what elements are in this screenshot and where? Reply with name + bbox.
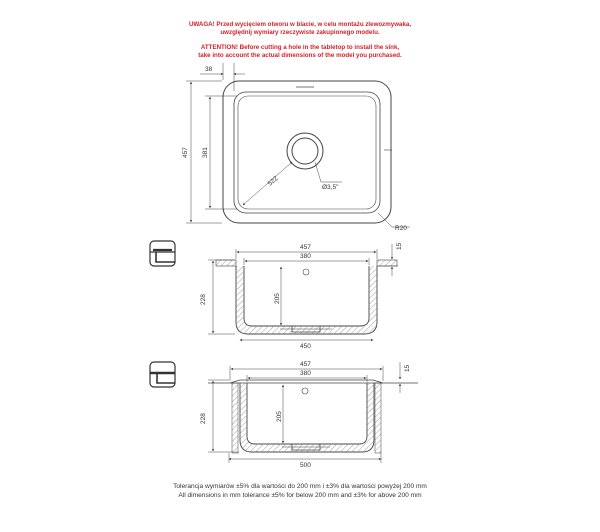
dim-rim-15-top: 15 [404, 364, 411, 372]
warning-english-line-1: ATTENTION! Before cutting a hole in the … [200, 44, 400, 51]
dim-bowl-380: 380 [300, 253, 311, 260]
warning-polish-line-1: UWAGA! Przed wycięciem otworu w blacie, … [188, 21, 412, 28]
dim-bowl-depth-205-top: 205 [276, 411, 283, 422]
sink-bowl-edge [237, 95, 377, 210]
dim-drain-diameter: Ø3,5" [322, 184, 339, 191]
drain-inner-ring [291, 137, 319, 165]
topmount-icon [149, 361, 176, 388]
drain-outer-ring [286, 132, 324, 170]
dim-diagonal-522: 522 [267, 175, 280, 188]
tolerance-note-english: All dimensions in mm tolerance ±5% for b… [178, 491, 422, 499]
tolerance-note-polish: Tolerancja wymiarów ±5% dla wartości do … [173, 483, 427, 490]
warning-english-line-2: take into account the actual dimensions … [198, 52, 402, 59]
dim-rim-15: 15 [396, 242, 403, 250]
top-view-labels: 38 457 381 522 Ø3,5" R20 [182, 66, 407, 232]
dim-rim-38: 38 [205, 66, 213, 73]
warning-polish: UWAGA! Przed wycięciem otworu w blacie, … [0, 21, 600, 37]
dim-bowl-380-top: 380 [300, 370, 311, 377]
section-undermount-labels: 457 380 15 228 205 450 [200, 242, 403, 350]
sink-inner-rim [233, 91, 381, 214]
warning-english: ATTENTION! Before cutting a hole in the … [0, 44, 600, 60]
dim-cutout-450: 450 [300, 343, 311, 350]
dim-radius-r20: R20 [395, 225, 407, 232]
dim-depth-228-top: 228 [200, 413, 207, 424]
sink-outer-rim [222, 80, 392, 224]
section-topmount [208, 362, 418, 463]
sink-inner-wall-2 [246, 383, 368, 445]
undermount-icon [149, 240, 176, 267]
section-topmount-labels: 457 380 15 228 205 500 [200, 361, 411, 469]
warning-polish-line-2: uwzględnij wymiary rzeczywiste zakupione… [220, 29, 380, 36]
tolerance-note: Tolerancja wymiarów ±5% dla wartości do … [0, 483, 600, 500]
section-undermount [208, 244, 398, 342]
sink-outer-wall [235, 266, 378, 335]
dim-width-457: 457 [300, 244, 311, 251]
dim-width-457-top: 457 [300, 361, 311, 368]
top-view [186, 63, 410, 228]
dim-depth-228: 228 [200, 294, 207, 305]
dim-inner-381: 381 [202, 147, 209, 158]
dim-outer-457: 457 [182, 147, 189, 158]
dim-cabinet-500: 500 [300, 462, 311, 469]
dim-bowl-depth-205: 205 [274, 293, 281, 304]
